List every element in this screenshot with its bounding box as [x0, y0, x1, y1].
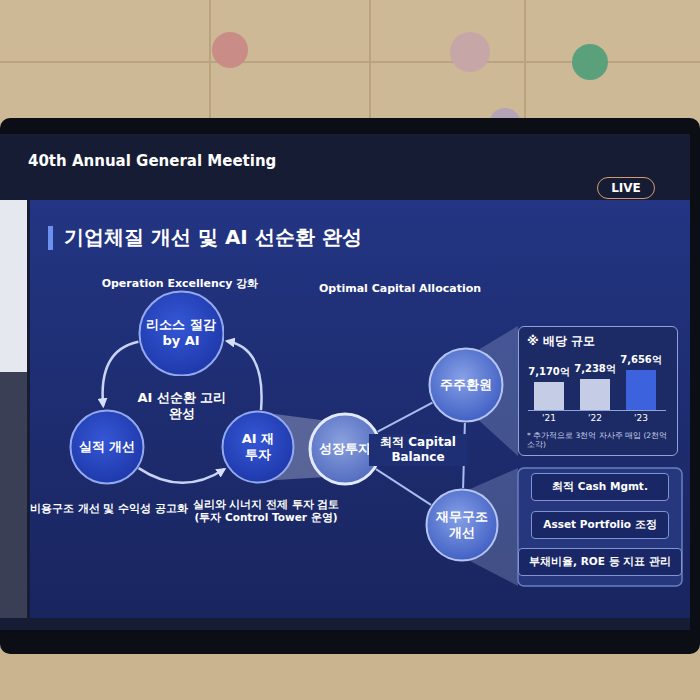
cycle-circle: 실적 개선: [69, 409, 145, 485]
circle-shape: [71, 411, 144, 484]
node-text: ※ 배당 규모: [527, 333, 669, 350]
finance-panel: [518, 468, 682, 586]
node-text: 최적 Cash Mgmt.: [552, 480, 648, 494]
bar: [580, 379, 610, 410]
baseline: [528, 410, 666, 411]
bar-year: '21: [542, 413, 556, 424]
link-line: [378, 403, 433, 432]
wall-dot: [212, 32, 248, 68]
node-text: 주주환원: [433, 377, 499, 393]
slide-title: 기업체질 개선 및 AI 선순환 완성: [64, 225, 362, 250]
bar-value: 7,238억: [574, 363, 616, 376]
link-line: [376, 469, 431, 505]
live-badge: LIVE: [597, 177, 655, 199]
balance-label: 최적 Capital Balance: [369, 434, 467, 466]
node-text: Asset Portfolio 조정: [543, 518, 656, 532]
action-box: 최적 Cash Mgmt.: [531, 473, 669, 501]
node-text: LIVE: [611, 181, 641, 195]
dividend-panel: ※ 배당 규모 * 추가적으로 3천억 자사주 매입 (2천억 소각): [518, 326, 678, 456]
cycle-arrow: [139, 468, 225, 483]
circle-shape: [223, 412, 294, 483]
node-text: 재무구조 개선: [434, 509, 490, 542]
node-text: 실적 개선: [74, 439, 140, 455]
slide-header: 40th Annual General Meeting: [28, 152, 276, 171]
circle-shape: [139, 291, 223, 375]
action-box: 부채비율, ROE 등 지표 관리: [518, 548, 682, 576]
wall-dot: [572, 44, 608, 80]
slide: [0, 134, 690, 630]
screen-bezel: [0, 118, 700, 654]
circle-shape: [427, 490, 498, 561]
caption-note: 비용구조 개선 및 수익성 공고화: [30, 502, 188, 515]
cycle-label: AI 선순환 고리 완성: [134, 390, 230, 423]
wall-dot: [450, 32, 490, 72]
cycle-arrow: [227, 341, 262, 410]
allocation-circle: 주주환원: [428, 347, 504, 423]
cycle-circle: AI 재투자: [221, 410, 295, 484]
cycle-arrow: [103, 342, 139, 407]
node-text: * 추가적으로 3천억 자사주 매입 (2천억 소각): [527, 431, 669, 449]
node-text: 리소스 절감 by AI: [145, 317, 217, 350]
node-text: 부채비율, ROE 등 지표 관리: [529, 555, 671, 569]
side-slide: [0, 372, 27, 618]
side-slide: [0, 200, 27, 372]
node-text: AI 재투자: [236, 431, 280, 464]
bar: [626, 370, 656, 410]
caption-note: 실리와 시너지 전제 투자 검토 (투자 Control Tower 운영): [190, 498, 342, 524]
circle-shape: [430, 349, 503, 422]
section-label: Optimal Capital Allocation: [319, 282, 481, 296]
bar-year: '23: [634, 413, 648, 424]
wall: [0, 654, 700, 700]
main-panel: [30, 200, 690, 618]
bar: [534, 382, 564, 410]
action-box: Asset Portfolio 조정: [531, 511, 669, 539]
bar-value: 7,656억: [620, 354, 662, 367]
cycle-circle: 리소스 절감 by AI: [138, 290, 225, 377]
bar-year: '22: [588, 413, 602, 424]
allocation-circle: 재무구조 개선: [425, 488, 499, 562]
title-bar: [48, 226, 53, 250]
bar-value: 7,170억: [528, 366, 570, 379]
node-text: 성장투자: [313, 441, 377, 457]
section-label: Operation Excellency 강화: [102, 277, 259, 291]
